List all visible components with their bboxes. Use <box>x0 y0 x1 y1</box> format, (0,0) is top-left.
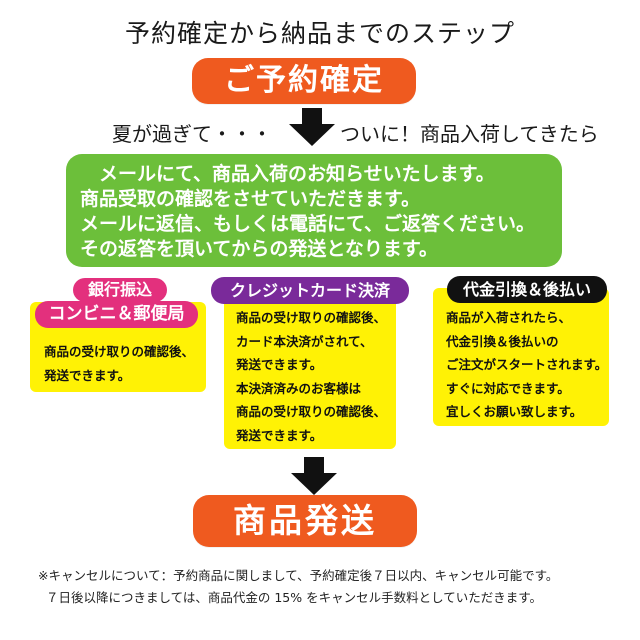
cod-deferred-tag: 代金引換＆後払い <box>447 276 607 303</box>
cod-line: 商品が入荷されたら、 <box>446 310 572 325</box>
card-payment-text: 商品の受け取りの確認後、 カード本決済がされて、 発送できます。 本決済済みのお… <box>236 306 386 447</box>
card-line: 商品の受け取りの確認後、 <box>236 310 387 325</box>
credit-card-tag: クレジットカード決済 <box>211 277 409 304</box>
cancel-fee-note: ７日後以降につきましては、商品代金の 15% をキャンセル手数料としていただきま… <box>46 590 542 605</box>
cod-payment-text: 商品が入荷されたら、 代金引換＆後払いの ご注文がスタートされます。 すぐに対応… <box>446 306 607 424</box>
bank-line: 商品の受け取りの確認後、 <box>44 344 195 359</box>
convenience-post-tag: コンビニ＆郵便局 <box>35 301 198 328</box>
arrow-down-icon <box>289 108 335 146</box>
bank-payment-text: 商品の受け取りの確認後、 発送できます。 <box>44 340 194 387</box>
flow-left-text: 夏が過ぎて・・・ <box>112 122 272 146</box>
card-line: 発送できます。 <box>236 427 323 443</box>
shipping-step-badge: 商品発送 <box>193 495 417 547</box>
notification-line: メールに返信、もしくは電話にて、ご返答ください。 <box>80 213 536 235</box>
notification-line: その返答を頂いてからの発送となります。 <box>80 238 438 260</box>
flow-right-text: ついに！商品入荷してきたら <box>340 122 599 146</box>
cod-line: ご注文がスタートされます。 <box>446 357 608 372</box>
bank-line: 発送できます。 <box>44 367 131 383</box>
card-line: 本決済済みのお客様は <box>236 380 362 396</box>
cod-line: 宜しくお願い致します。 <box>446 404 583 419</box>
notification-box: メールにて、商品入荷のお知らせいたします。 商品受取の確認をさせていただきます。… <box>66 154 562 267</box>
card-line: カード本決済がされて、 <box>236 333 373 349</box>
confirm-step-badge: ご予約確定 <box>192 58 416 104</box>
cod-line: すぐに対応できます。 <box>446 380 570 396</box>
card-payment-card <box>224 292 396 449</box>
card-line: 商品の受け取りの確認後、 <box>236 404 387 419</box>
page-title: 予約確定から納品までのステップ <box>124 19 515 48</box>
notification-line: メールにて、商品入荷のお知らせいたします。 <box>80 163 495 185</box>
cod-payment-card <box>433 288 609 426</box>
bank-transfer-tag: 銀行振込 <box>73 278 167 302</box>
card-line: 発送できます。 <box>236 357 323 372</box>
cod-line: 代金引換＆後払いの <box>446 333 559 349</box>
notification-line: 商品受取の確認をさせていただきます。 <box>80 188 421 210</box>
cancel-policy-note: ※キャンセルについて：予約商品に関しまして、予約確定後７日以内、キャンセル可能で… <box>38 568 559 583</box>
arrow-down-icon <box>291 457 337 495</box>
